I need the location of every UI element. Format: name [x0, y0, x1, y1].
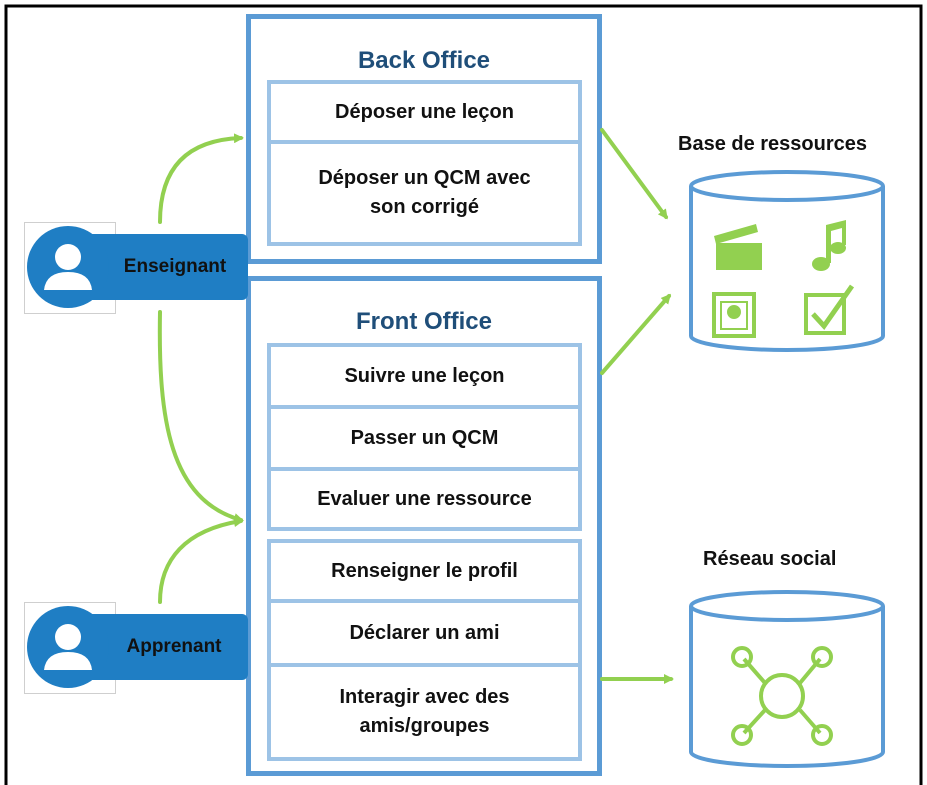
separator — [271, 405, 578, 409]
front-office-item-0: Suivre une leçon — [344, 364, 505, 387]
back-office-item-1: Déposer un QCM avec son corrigé — [318, 167, 531, 218]
front-office-box: Front Office Suivre une leçon Passer un … — [246, 276, 602, 776]
front-office-item-4: Déclarer un ami — [349, 621, 500, 644]
user-icon — [27, 226, 109, 308]
back-office-title: Back Office — [357, 47, 491, 74]
separator — [271, 663, 578, 667]
resources-db-title: Base de ressources — [678, 133, 868, 155]
back-office-item-0: Déposer une leçon — [335, 100, 514, 123]
front-office-group-social: Renseigner le profil Déclarer un ami Int… — [267, 539, 582, 761]
back-office-box: Back Office Déposer une leçon Déposer un… — [246, 14, 602, 264]
social-db-title: Réseau social — [703, 548, 837, 570]
front-office-item-2: Evaluer une ressource — [317, 487, 532, 510]
separator — [271, 599, 578, 603]
back-office-group: Déposer une leçon Déposer un QCM avec so… — [267, 80, 582, 246]
front-office-item-3: Renseigner le profil — [331, 559, 518, 582]
front-office-title: Front Office — [356, 308, 492, 335]
actor-teacher-label: Enseignant — [78, 234, 248, 300]
separator — [271, 140, 578, 144]
user-icon — [27, 606, 109, 688]
front-office-group-learning: Suivre une leçon Passer un QCM Evaluer u… — [267, 343, 582, 531]
front-office-item-1: Passer un QCM — [350, 426, 499, 449]
separator — [271, 467, 578, 471]
front-office-item-5: Interagir avec des amis/groupes — [339, 686, 510, 737]
